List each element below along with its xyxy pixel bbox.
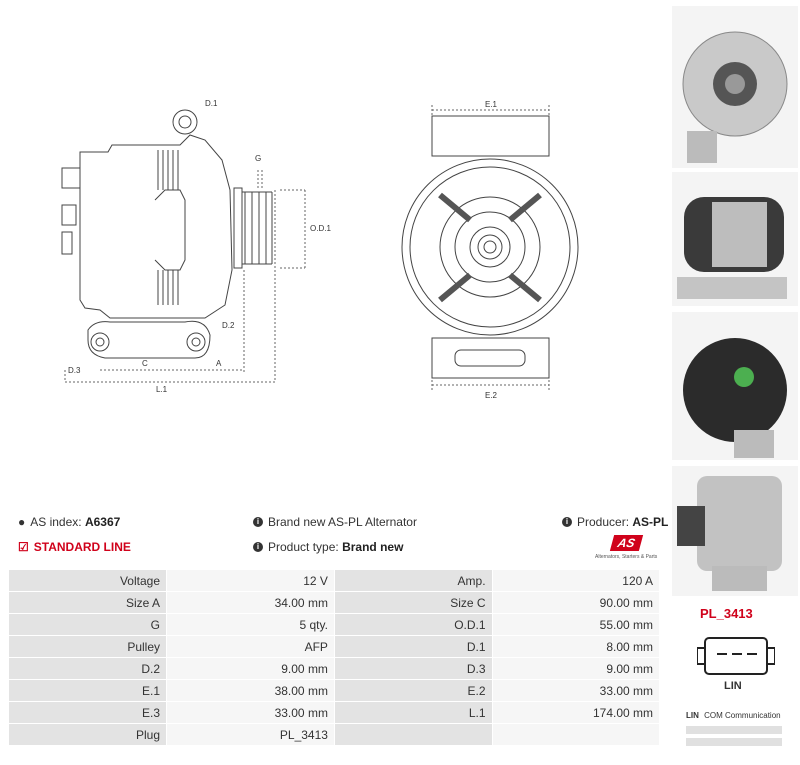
label-e2: E.2 [485,391,498,400]
producer-label: Producer: [577,515,630,529]
spec-key: Plug [7,723,168,746]
info-icon: i [562,517,572,527]
producer-value: AS-PL [632,515,669,529]
as-index: ● AS index: A6367 [18,515,120,529]
description-text: Brand new AS-PL Alternator [268,515,417,529]
spec-key: E.2 [333,679,493,702]
label-c: C [142,359,148,368]
spec-key: D.3 [333,657,493,680]
as-index-label: AS index: [30,515,82,529]
checkbox-icon: ☑ [18,540,29,554]
spec-key: Size C [333,591,493,614]
label-d1: D.1 [205,99,218,108]
tag-icon: ● [18,515,26,529]
spec-value: 38.00 mm [166,679,335,702]
standard-line-label: STANDARD LINE [33,540,131,554]
product-photo-top [672,466,798,596]
legend-code: LIN [686,711,699,720]
description: i Brand new AS-PL Alternator [253,515,417,529]
label-l1: L.1 [156,385,168,394]
spec-key: Amp. [333,569,493,592]
spec-value: 12 V [166,569,335,592]
technical-drawing: D.1 G O.D.1 D.2 D.3 C A L.1 E.1 E.2 [61,99,579,400]
product-photo-front [672,6,798,168]
spec-key [333,723,493,746]
label-a: A [216,359,222,368]
spec-key: E.1 [7,679,168,702]
spec-value: 90.00 mm [491,591,661,614]
product-type: i Product type: Brand new [253,540,403,554]
spec-key: Size A [7,591,168,614]
spec-value: 9.00 mm [166,657,335,680]
info-icon: i [253,542,263,552]
spec-value: 5 qty. [166,613,335,636]
spec-value: 33.00 mm [166,701,335,724]
spec-value: PL_3413 [166,723,335,746]
as-pl-logo: AS Alternators, Starters & Parts [595,535,658,560]
producer: i Producer: AS-PL [562,515,668,529]
standard-line: ☑ STANDARD LINE [18,540,131,554]
spec-key: D.2 [7,657,168,680]
spec-key: Voltage [7,569,168,592]
spec-key: O.D.1 [333,613,493,636]
spec-value: 34.00 mm [166,591,335,614]
spec-value: AFP [166,635,335,658]
legend-text: COM Communication [704,711,781,720]
label-od1: O.D.1 [310,224,331,233]
spec-value [491,723,661,746]
product-photo-side [672,172,798,306]
product-photo-rear [672,312,798,460]
as-index-value: A6367 [84,515,121,529]
spec-key: D.1 [333,635,493,658]
product-type-label: Product type: [268,540,339,554]
legend-bars [686,726,782,746]
plug-code: PL_3413 [700,606,753,621]
spec-value: 8.00 mm [491,635,661,658]
label-d2: D.2 [222,321,235,330]
spec-key: Pulley [7,635,168,658]
legend: LIN COM Communication [686,711,781,720]
product-type-value: Brand new [342,540,404,554]
spec-value: 120 A [491,569,661,592]
spec-key: G [7,613,168,636]
label-g: G [255,154,261,163]
spec-value: 55.00 mm [491,613,661,636]
plug-connector-icon [697,637,775,675]
spec-key: L.1 [333,701,493,724]
spec-key: E.3 [7,701,168,724]
logo-tagline: Alternators, Starters & Parts [595,554,658,560]
spec-value: 9.00 mm [491,657,661,680]
spec-value: 174.00 mm [491,701,661,724]
plug-pin-label: LIN [724,680,742,692]
label-e1: E.1 [485,100,498,109]
label-d3: D.3 [68,366,81,375]
spec-value: 33.00 mm [491,679,661,702]
info-icon: i [253,517,263,527]
